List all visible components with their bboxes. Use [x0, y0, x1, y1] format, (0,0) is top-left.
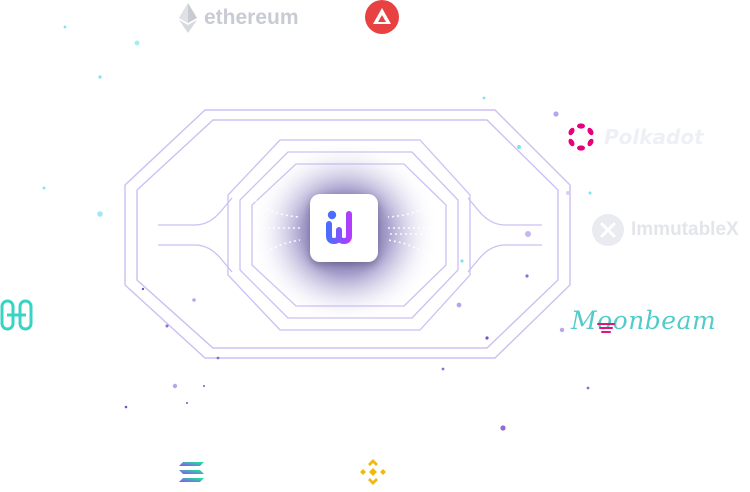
bnb-icon: [360, 459, 386, 485]
polkadot-logo: Polkadot: [566, 122, 704, 152]
avalanche-icon: [365, 0, 399, 34]
connector-lines: [158, 197, 542, 273]
solana-icon: [179, 462, 204, 482]
w-logo-icon: [326, 210, 352, 244]
polkadot-label: Polkadot: [604, 125, 704, 149]
avalanche-logo: [365, 0, 399, 34]
immutablex-logo: ImmutableX: [591, 213, 739, 247]
polkadot-icon: [568, 123, 594, 151]
harmony-icon: [0, 299, 33, 331]
dotted-links: [254, 199, 436, 263]
track-node: [566, 191, 570, 195]
track-node: [525, 231, 531, 237]
immutablex-icon: [592, 214, 624, 246]
moonbeam-label: Moonbeam: [571, 305, 717, 335]
particles: [42, 25, 592, 431]
solana-logo: [179, 461, 205, 483]
moonbeam-stripes-icon: [597, 323, 615, 333]
outer-track: [124, 109, 571, 359]
ethereum-icon: [179, 3, 197, 33]
ethereum-label: ethereum: [204, 6, 299, 29]
harmony-logo: [0, 298, 34, 332]
moonbeam-logo: Moonbeam: [571, 303, 716, 337]
ethereum-logo: ethereum: [178, 2, 299, 34]
hub-tile: [310, 194, 378, 262]
immutablex-label: ImmutableX: [631, 219, 739, 240]
bnb-logo: [358, 457, 388, 487]
